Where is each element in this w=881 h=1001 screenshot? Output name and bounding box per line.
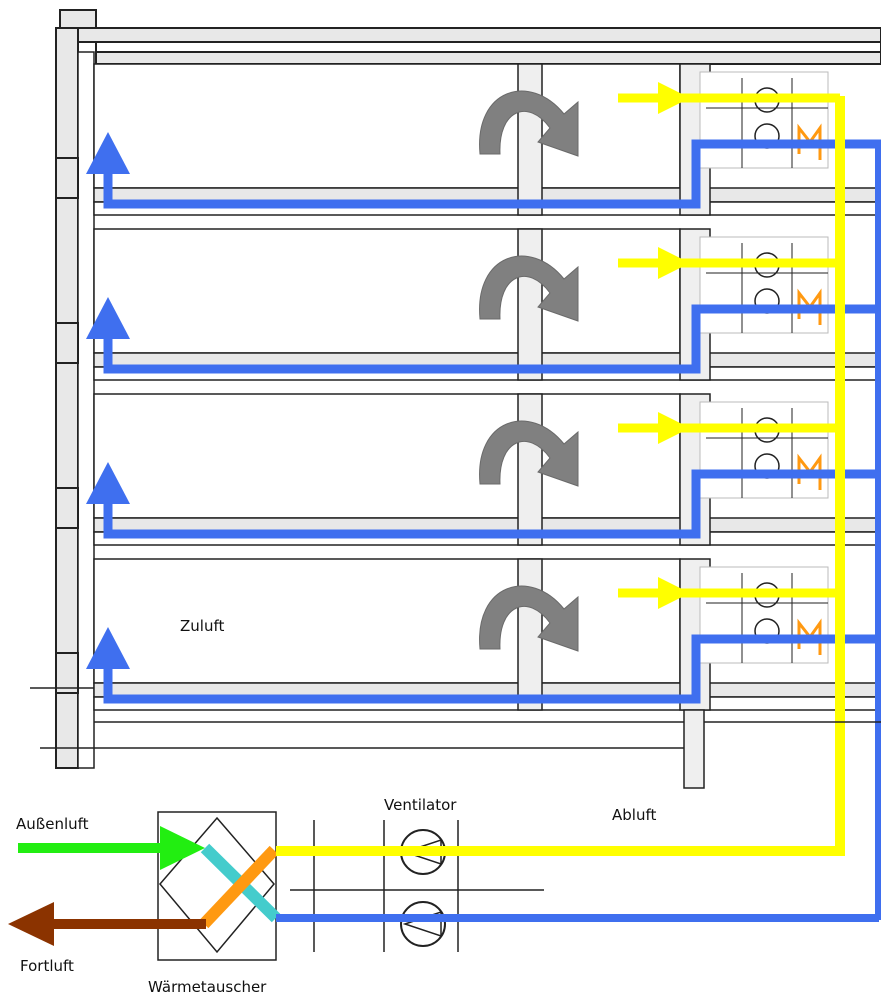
floor-1 <box>55 63 881 216</box>
building-section <box>59 9 881 65</box>
column <box>517 63 543 216</box>
room-unit-icon <box>699 71 829 169</box>
outside-air-arrowhead <box>160 826 205 870</box>
column <box>517 393 543 546</box>
room-unit-icon <box>699 401 829 499</box>
floors <box>55 63 881 711</box>
supply-branch <box>103 139 881 209</box>
heat-exchanger-label: Wärmetauscher <box>148 978 267 996</box>
supply-branch <box>103 304 881 374</box>
room-unit-box <box>699 236 829 334</box>
room-unit-box <box>699 71 829 169</box>
supply-arrowhead <box>86 132 130 174</box>
supply-arrowhead <box>86 297 130 339</box>
air-flows <box>8 826 879 946</box>
floor-3 <box>55 393 881 546</box>
room <box>93 393 681 519</box>
supply-arrowhead <box>86 627 130 669</box>
exhaust-out-label: Fortluft <box>20 957 74 975</box>
room-unit-icon <box>699 236 829 334</box>
circulation-arrow-icon <box>479 255 579 322</box>
hx-warm-path <box>199 845 279 929</box>
outside-air-label: Außenluft <box>16 815 89 833</box>
room-unit-box <box>699 566 829 664</box>
extract-air-label: Abluft <box>612 806 657 824</box>
circulation-arrow-icon <box>479 90 579 157</box>
room <box>93 228 681 354</box>
supply-branch <box>103 634 881 704</box>
extract-main-duct <box>276 846 845 856</box>
circulation-arrow-icon <box>479 420 579 487</box>
extract-arrowhead <box>658 247 690 279</box>
floor-4 <box>55 558 881 711</box>
fan-label: Ventilator <box>384 796 457 814</box>
extract-arrowhead <box>658 412 690 444</box>
facade-ledge <box>55 322 79 364</box>
roof-ceiling <box>95 51 881 65</box>
exhaust-arrowhead <box>8 902 54 946</box>
duct-risers <box>835 96 881 920</box>
circulation-arrow-icon <box>479 585 579 652</box>
room <box>93 63 681 189</box>
room <box>93 558 681 684</box>
column <box>517 228 543 381</box>
room-unit-icon <box>699 566 829 664</box>
walls <box>55 27 95 769</box>
supply-branch <box>103 469 881 539</box>
supply-air-label: Zuluft <box>180 617 225 635</box>
column <box>517 558 543 711</box>
extract-arrowhead <box>658 577 690 609</box>
extract-arrowhead <box>658 82 690 114</box>
roof-slab <box>59 27 881 43</box>
fan-unit <box>290 820 544 952</box>
facade-ledge <box>55 487 79 529</box>
floor-2 <box>55 228 881 381</box>
roof-layer <box>95 41 881 53</box>
room-unit-box <box>699 401 829 499</box>
facade-ledge <box>55 652 79 694</box>
fan-icon <box>400 901 446 947</box>
basement-column <box>683 709 705 789</box>
facade-ledge <box>55 157 79 199</box>
supply-arrowhead <box>86 462 130 504</box>
